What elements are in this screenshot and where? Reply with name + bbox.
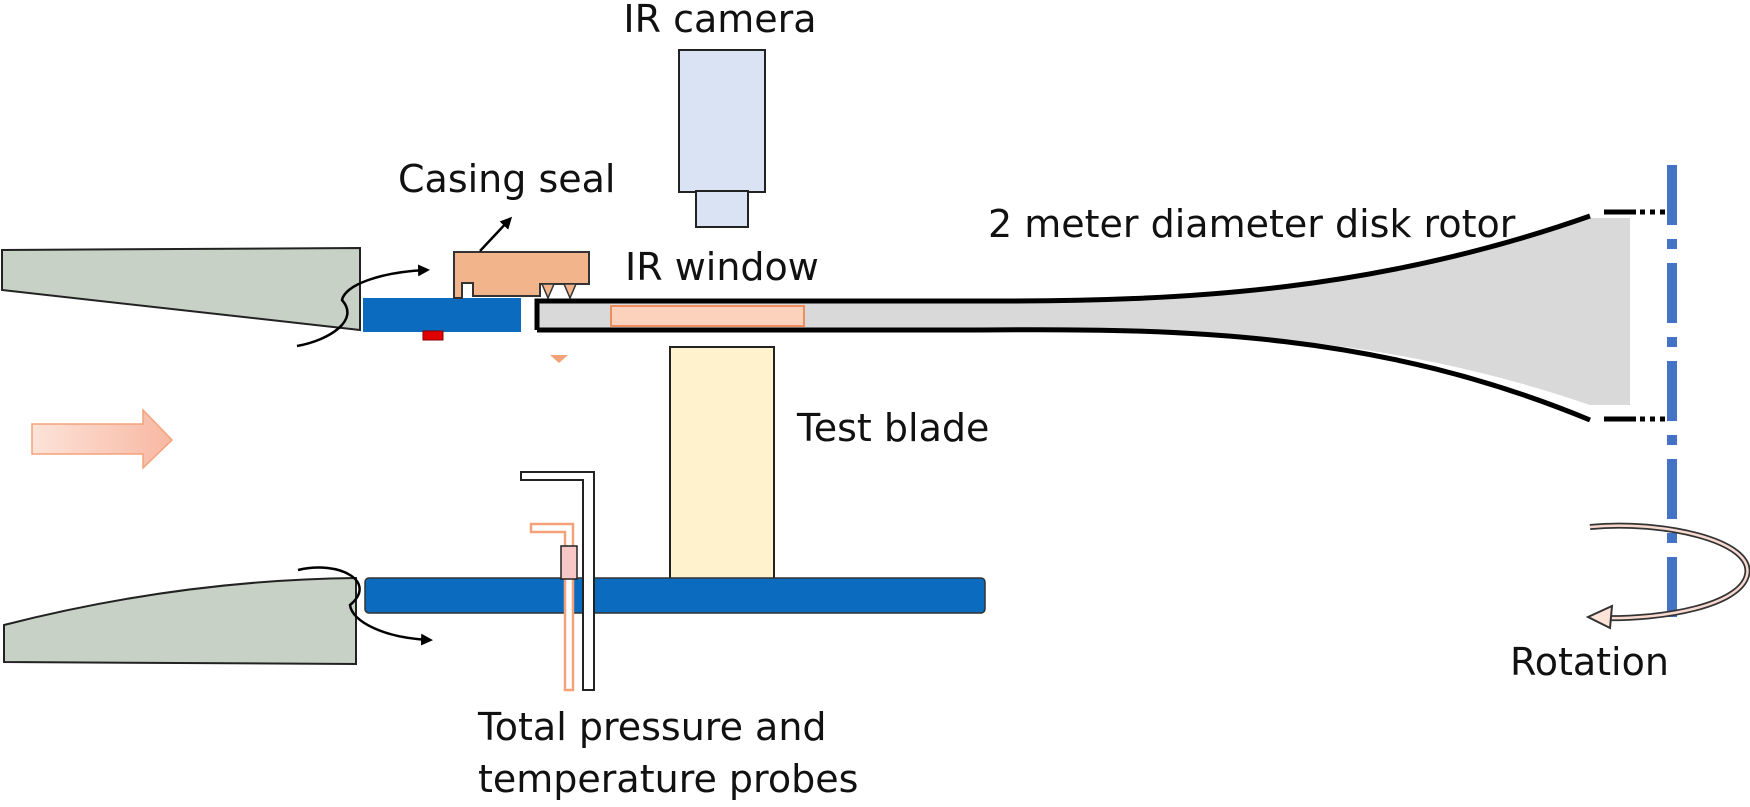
rotor-outline [534,213,1591,330]
upper-endwall [363,298,521,332]
probe-head [560,545,578,580]
ir-camera-body [678,49,766,193]
upper-inlet-nozzle [1,246,361,332]
red-marker [422,330,444,341]
lower-endwall [364,577,986,614]
label-test-blade: Test blade [796,406,989,450]
label-probes-line2: temperature probes [478,757,858,801]
pressure-probe [520,471,595,691]
label-casing-seal: Casing seal [398,157,615,201]
temperature-probe [529,522,575,692]
disk-rotor [537,218,1630,405]
rotation-arrow-icon [1585,604,1614,630]
rotor-outline-lower [537,327,1591,423]
flow-direction-arrow [31,408,174,470]
lower-inlet-nozzle [3,576,357,666]
seal-tooth-small [550,355,568,363]
rotation-arrow-band-inner [1589,524,1749,620]
test-blade [669,346,775,581]
casing-seal-leader-arrow [479,216,513,252]
label-disk-rotor: 2 meter diameter disk rotor [988,202,1516,246]
label-ir-camera: IR camera [623,0,816,41]
casing-seal [453,251,590,299]
label-probes-line1: Total pressure and [477,705,827,749]
label-rotation: Rotation [1510,640,1669,684]
ir-camera-lens [695,190,749,228]
ir-window [610,305,805,327]
lower-leakage-arrow [297,566,433,646]
label-ir-window: IR window [625,245,819,289]
upper-leakage-arrow [296,264,430,348]
seal-tooth [562,283,578,300]
seal-tooth [540,283,556,300]
